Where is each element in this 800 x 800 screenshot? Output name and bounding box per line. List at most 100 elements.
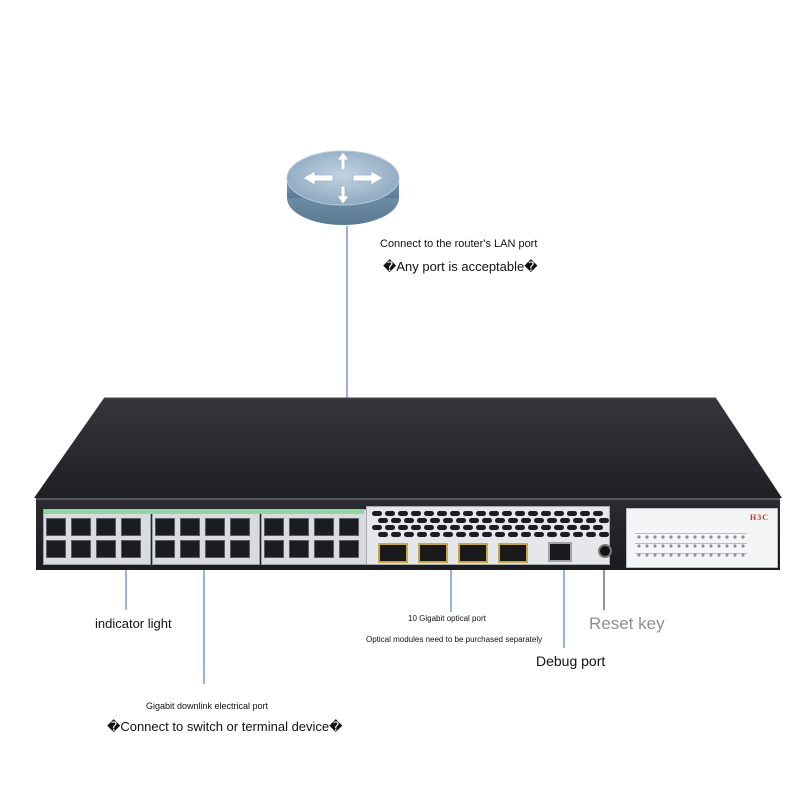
rj45-port[interactable] [205,540,225,558]
vent-hole [495,518,505,523]
status-led [701,535,705,539]
vent-hole [385,511,395,516]
status-led-grid [635,529,747,557]
vent-hole [398,511,408,516]
vent-hole [495,532,505,537]
vent-hole [573,532,583,537]
debug-port[interactable] [548,542,572,562]
vent-hole [567,511,577,516]
status-led [669,535,673,539]
status-led [685,553,689,557]
vent-hole [586,518,596,523]
vent-hole [534,518,544,523]
vent-hole [463,525,473,530]
rj45-port[interactable] [314,518,334,536]
rj45-port[interactable] [155,540,175,558]
vent-hole [437,525,447,530]
status-led [645,544,649,548]
status-led [653,553,657,557]
rj45-port[interactable] [155,518,175,536]
rj45-port[interactable] [314,540,334,558]
optical-leader-line [450,560,452,612]
sfp-port[interactable] [418,543,448,563]
router-any-port-label: �Any port is acceptable� [383,259,538,274]
vent-hole [404,532,414,537]
vent-hole [528,511,538,516]
rj45-port[interactable] [46,540,66,558]
vent-hole [521,518,531,523]
vent-hole [417,518,427,523]
rj45-port[interactable] [339,540,359,558]
rj45-port[interactable] [96,518,116,536]
vent-hole [521,532,531,537]
vent-hole [476,511,486,516]
rj45-port[interactable] [71,540,91,558]
vent-hole [502,511,512,516]
rj45-port[interactable] [96,540,116,558]
status-led [653,535,657,539]
rj45-port[interactable] [339,518,359,536]
rj45-port[interactable] [289,540,309,558]
vent-hole [599,532,609,537]
status-led [741,535,745,539]
vent-hole [508,532,518,537]
status-led [725,544,729,548]
vent-hole [593,525,603,530]
vent-hole [482,518,492,523]
sfp-port[interactable] [498,543,528,563]
status-led [693,553,697,557]
status-led [733,535,737,539]
vent-hole [599,518,609,523]
vent-hole [443,518,453,523]
rj45-port[interactable] [121,518,141,536]
vent-hole [489,511,499,516]
rj45-port[interactable] [71,518,91,536]
status-led [661,535,665,539]
brand-logo: H3C [750,513,769,522]
vent-hole [391,518,401,523]
sfp-port[interactable] [458,543,488,563]
status-led [685,544,689,548]
sfp-port[interactable] [378,543,408,563]
rj45-port[interactable] [46,518,66,536]
rj45-port[interactable] [205,518,225,536]
vent-hole [417,532,427,537]
rj45-port[interactable] [121,540,141,558]
vent-hole [430,518,440,523]
rj45-port[interactable] [264,518,284,536]
status-panel: H3C [626,508,778,568]
vent-hole [541,525,551,530]
rj45-port[interactable] [230,518,250,536]
vent-hole [424,511,434,516]
vent-hole [554,511,564,516]
vent-hole [411,525,421,530]
rj45-port[interactable] [180,518,200,536]
vent-hole [430,532,440,537]
status-leds [635,533,747,557]
status-led [709,535,713,539]
rj45-port[interactable] [230,540,250,558]
vent-hole [515,511,525,516]
status-led [645,553,649,557]
status-led [677,553,681,557]
vent-hole [502,525,512,530]
rj45-port[interactable] [289,518,309,536]
vent-hole [391,532,401,537]
vent-hole [580,511,590,516]
status-led [741,553,745,557]
status-led [645,535,649,539]
status-led [709,553,713,557]
vent-hole [508,518,518,523]
gigabit-port-label: Gigabit downlink electrical port [146,701,269,711]
reset-button[interactable] [598,544,612,558]
status-led [637,544,641,548]
rj45-port[interactable] [264,540,284,558]
status-led [717,535,721,539]
rj45-port[interactable] [180,540,200,558]
status-led [741,544,745,548]
status-led [717,553,721,557]
status-led [669,544,673,548]
status-led [701,544,705,548]
vent-hole [547,518,557,523]
